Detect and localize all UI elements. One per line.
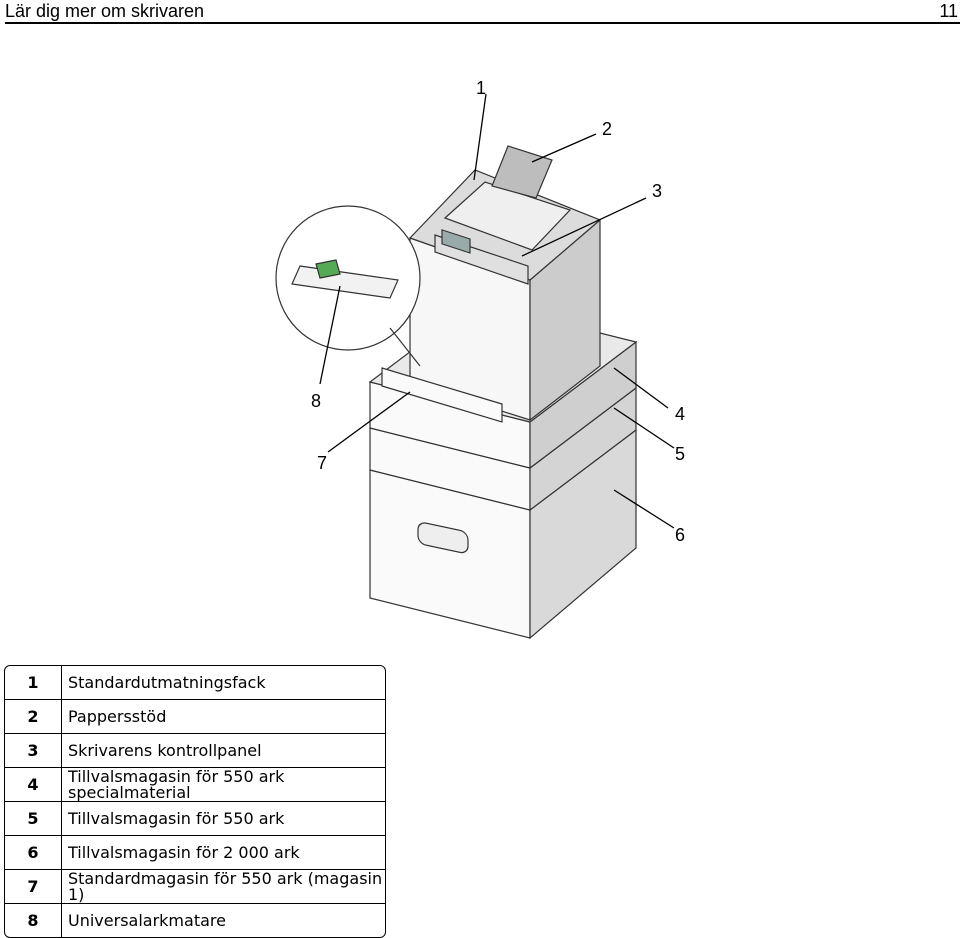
legend-label: Tillvalsmagasin för 550 ark specialmater…	[61, 767, 385, 802]
legend-label: Tillvalsmagasin för 550 ark	[61, 801, 385, 836]
legend-label: Universalarkmatare	[61, 903, 385, 937]
legend-label: Pappersstöd	[61, 699, 385, 734]
legend-label: Standardmagasin för 550 ark (magasin 1)	[61, 869, 385, 904]
display-screen	[441, 229, 471, 254]
legend-number: 4	[5, 767, 62, 802]
tray-1	[381, 367, 503, 423]
callout-5: 5	[675, 444, 685, 464]
legend-number: 5	[5, 801, 62, 836]
callout-4: 4	[675, 404, 685, 424]
page-header: Lär dig mer om skrivaren 11	[5, 0, 960, 24]
legend-number: 3	[5, 733, 62, 768]
callout-labels: 1 2 3 4 5 6 7 8	[311, 78, 685, 545]
legend-number: 2	[5, 699, 62, 734]
callout-6: 6	[675, 525, 685, 545]
feeder-guide	[315, 259, 341, 279]
callout-1: 1	[476, 78, 486, 98]
printer-illustration: 1 2 3 4 5 6 7 8	[275, 78, 685, 640]
legend-number: 6	[5, 835, 62, 870]
paper-stop	[491, 145, 553, 199]
callout-7: 7	[317, 453, 327, 473]
legend-number: 1	[5, 666, 62, 700]
legend-label: Skrivarens kontrollpanel	[61, 733, 385, 768]
page-number: 11	[939, 1, 958, 21]
callout-2: 2	[602, 119, 612, 139]
section-title: Lär dig mer om skrivaren	[5, 1, 205, 21]
header-divider	[5, 22, 960, 24]
legend-label: Standardutmatningsfack	[68, 672, 266, 692]
legend-number: 8	[5, 903, 62, 937]
legend-label: Tillvalsmagasin för 2 000 ark	[61, 835, 385, 870]
legend-number: 7	[5, 869, 62, 904]
callout-8: 8	[311, 391, 321, 411]
legend-row: 1 Standardutmatningsfack	[5, 666, 385, 700]
callout-3: 3	[652, 181, 662, 201]
tray-2000-handle	[417, 522, 469, 554]
output-bin	[443, 181, 572, 251]
